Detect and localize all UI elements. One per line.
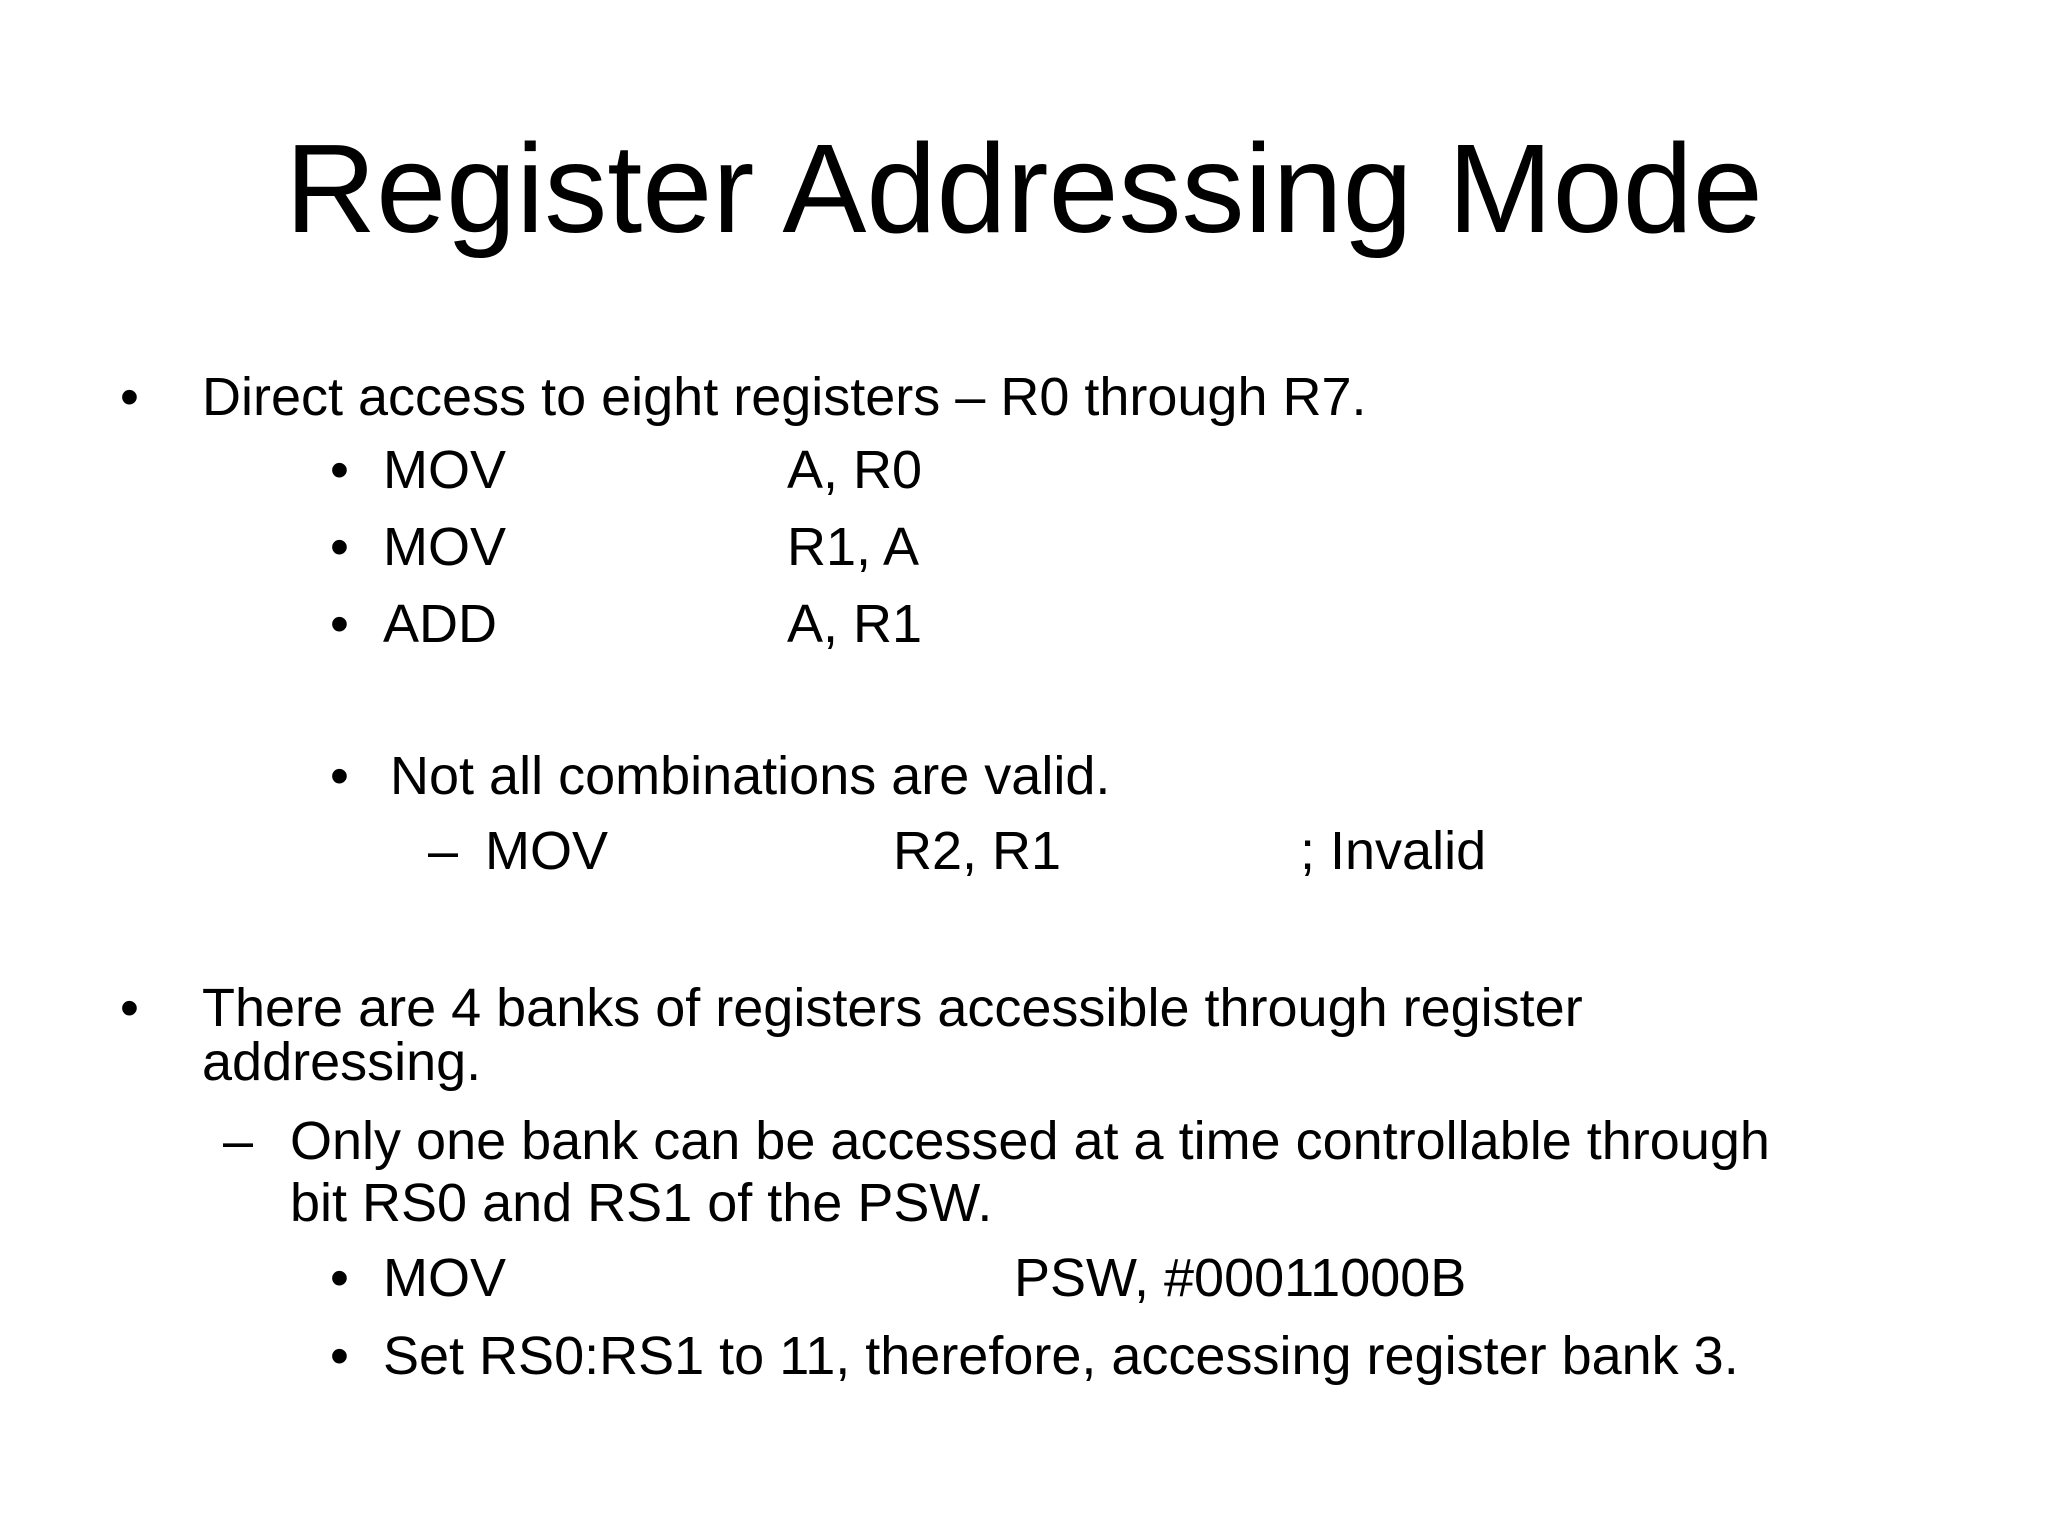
bullet-marker: • [120, 367, 139, 427]
wrapped-line: addressing. [0, 1035, 2048, 1089]
slide-title: Register Addressing Mode [285, 118, 1763, 259]
instruction-operand: PSW, #00011000B [1014, 1248, 1467, 1308]
instruction-mnemonic: MOV [383, 1248, 507, 1308]
instruction-operand: A, R1 [787, 594, 923, 654]
bullet-line: • Set RS0:RS1 to 11, therefore, accessin… [0, 1329, 2048, 1383]
bullet-line: • ADD A, R1 [0, 597, 2048, 651]
bullet-marker: • [330, 594, 349, 654]
bullet-line: • Not all combinations are valid. [0, 749, 2048, 803]
bullet-marker: • [330, 1326, 349, 1386]
instruction-mnemonic: MOV [485, 821, 609, 881]
line-text: Set RS0:RS1 to 11, therefore, accessing … [383, 1326, 1739, 1386]
bullet-marker: • [330, 440, 349, 500]
instruction-operand: A, R0 [787, 440, 923, 500]
line-text: Only one bank can be accessed at a time … [290, 1111, 1770, 1171]
bullet-line: • MOV R1, A [0, 520, 2048, 574]
bullet-line: • There are 4 banks of registers accessi… [0, 981, 2048, 1035]
dash-marker: – [223, 1111, 254, 1171]
instruction-mnemonic: ADD [383, 594, 498, 654]
bullet-marker: • [120, 978, 139, 1038]
instruction-operand: R1, A [787, 517, 920, 577]
wrapped-line: bit RS0 and RS1 of the PSW. [0, 1176, 2048, 1230]
line-text: bit RS0 and RS1 of the PSW. [290, 1173, 993, 1233]
dash-marker: – [428, 821, 459, 881]
line-text: addressing. [202, 1032, 482, 1092]
instruction-mnemonic: MOV [383, 440, 507, 500]
bullet-line: • Direct access to eight registers – R0 … [0, 370, 2048, 424]
instruction-comment: ; Invalid [1300, 821, 1487, 881]
dash-line: – Only one bank can be accessed at a tim… [0, 1114, 2048, 1168]
instruction-operand: R2, R1 [893, 821, 1062, 881]
instruction-mnemonic: MOV [383, 517, 507, 577]
bullet-line: • MOV A, R0 [0, 443, 2048, 497]
line-text: Not all combinations are valid. [390, 746, 1111, 806]
line-text: Direct access to eight registers – R0 th… [202, 367, 1367, 427]
bullet-line: • MOV PSW, #00011000B [0, 1251, 2048, 1305]
bullet-marker: • [330, 517, 349, 577]
bullet-marker: • [330, 746, 349, 806]
line-text: There are 4 banks of registers accessibl… [202, 978, 1583, 1038]
dash-line: – MOV R2, R1 ; Invalid [0, 824, 2048, 878]
bullet-marker: • [330, 1248, 349, 1308]
